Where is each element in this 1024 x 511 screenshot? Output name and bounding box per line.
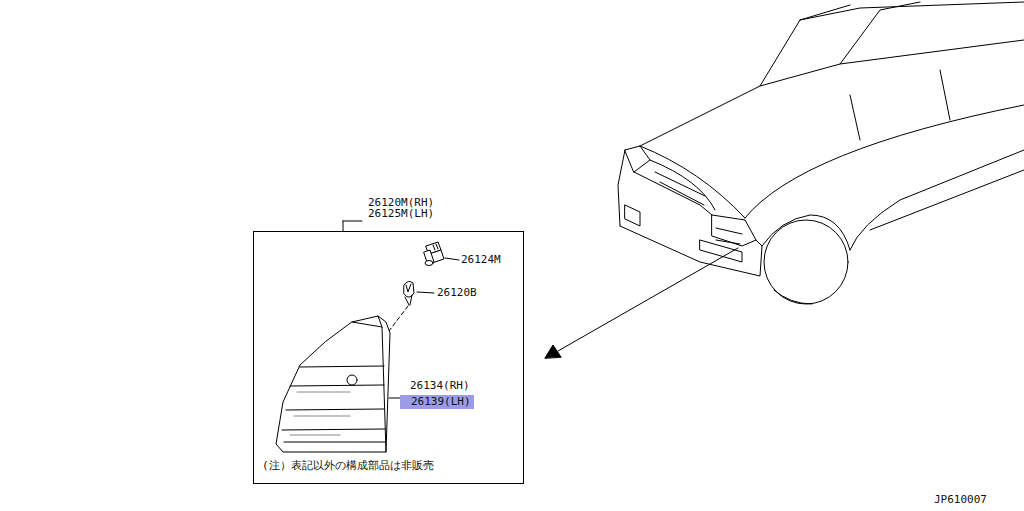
arrowhead: [545, 345, 561, 358]
part-number: 26125M(LH): [368, 208, 434, 220]
callout-number: 26120B: [437, 287, 477, 299]
figure-code: JP610007: [934, 494, 987, 506]
leader-line: [417, 292, 434, 293]
leader-line: [445, 258, 459, 260]
highlight-box: 26139(LH): [400, 395, 474, 409]
note-text: (注）表記以外の構成部品は非販売: [262, 460, 434, 472]
bulb-socket: [424, 242, 444, 266]
callout-number: 26124M: [461, 254, 501, 266]
leader-line: [343, 221, 362, 231]
turn-lamp-lens: [276, 316, 390, 452]
callout-number: 26134(RH): [410, 380, 470, 392]
vehicle-outline: [618, 2, 1024, 304]
pointer-arrow: [558, 248, 738, 351]
bulb: [404, 281, 414, 305]
part-number: 26139(LH): [411, 396, 471, 408]
parts-group-box: 26120M(RH)26125M(LH)(注）表記以外の構成部品は非販売2613…: [253, 231, 524, 484]
